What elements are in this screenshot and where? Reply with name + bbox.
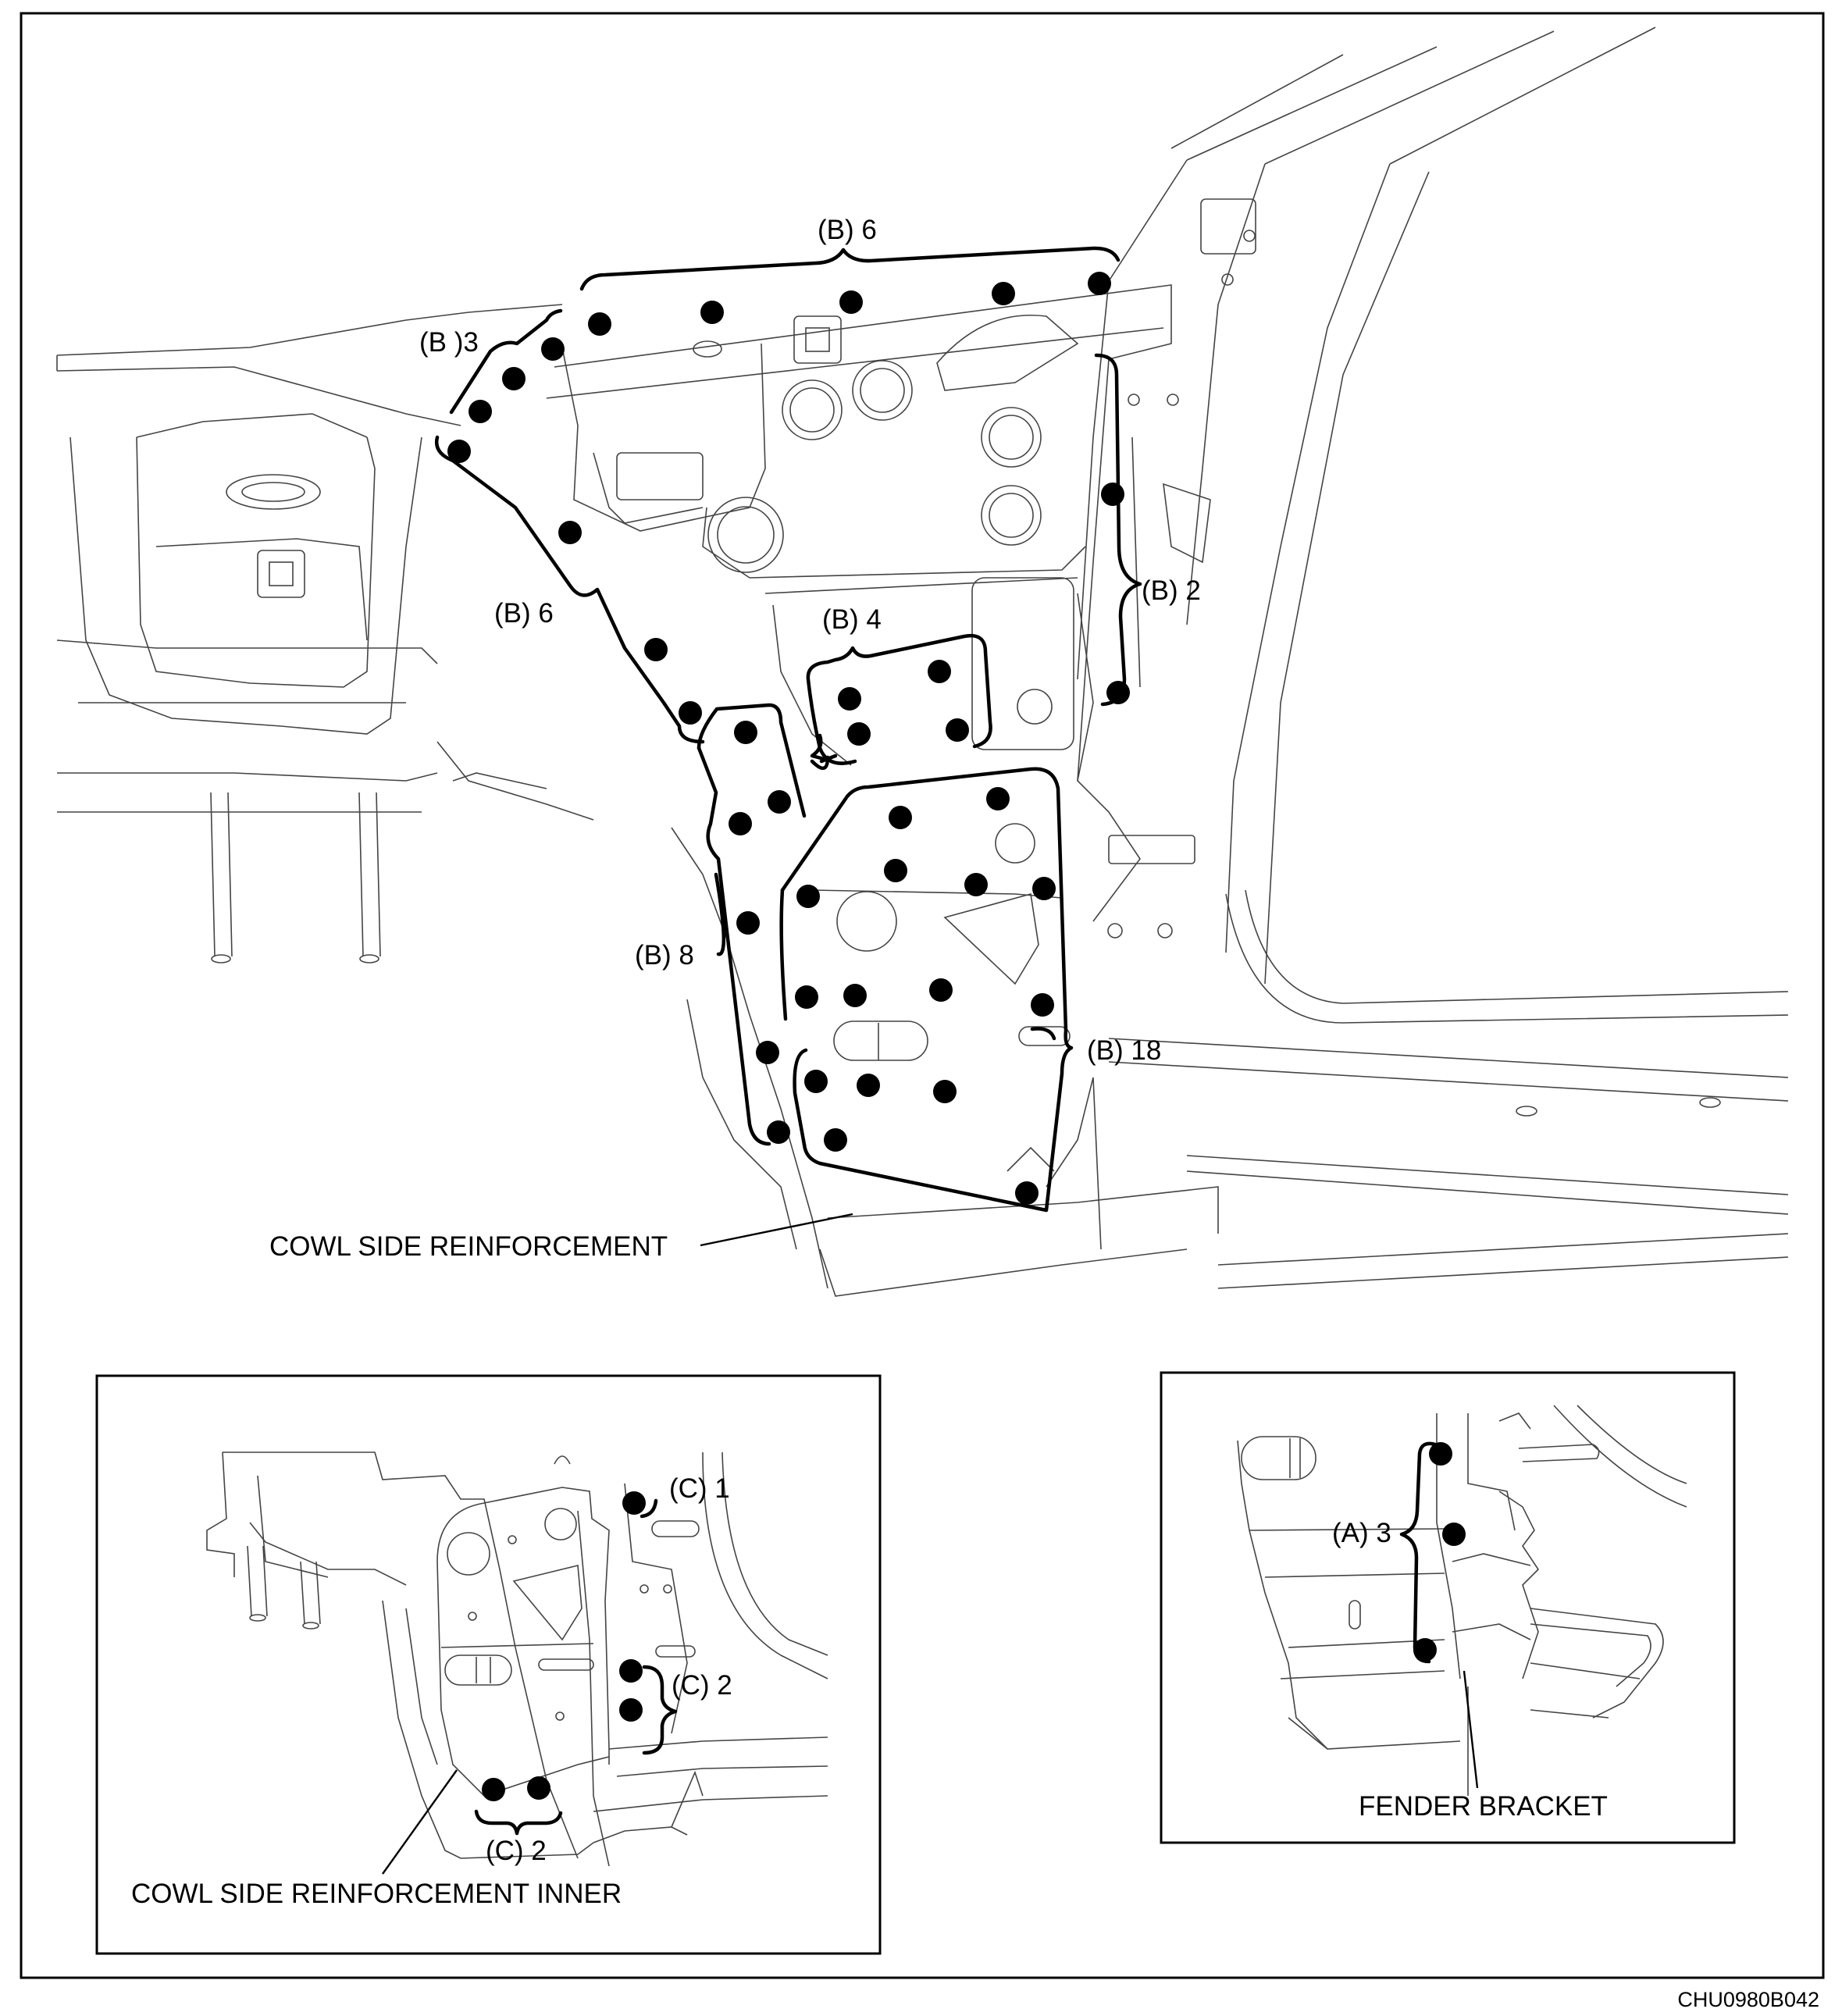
inset-cowl-inner-weld-points (482, 1491, 646, 1801)
inset-fender-bracket-weld-points (1413, 1442, 1466, 1662)
label-b6-left: (B) 6 (494, 598, 554, 629)
label-b8: (B) 8 (635, 940, 694, 971)
leader-cowl-inner (382, 1769, 458, 1875)
label-b4: (B) 4 (822, 604, 882, 635)
label-cowl-side-reinforcement-inner: COWL SIDE REINFORCEMENT INNER (131, 1879, 622, 1909)
inset-cowl-inner-drawing (206, 1451, 828, 1867)
outer-frame (20, 12, 1825, 1979)
main-body-outline (56, 27, 1789, 1297)
inset-fender-bracket-drawing (1237, 1405, 1687, 1796)
label-c1: (C) 1 (669, 1473, 730, 1504)
figure-code: CHU0980B042 (1677, 1988, 1819, 2011)
label-b3: (B )3 (419, 327, 479, 358)
inset-cowl-inner-brackets (474, 1498, 678, 1836)
leader-fender-bracket (1463, 1670, 1479, 1789)
label-a3: (A) 3 (1332, 1518, 1391, 1548)
label-b18: (B) 18 (1087, 1035, 1161, 1066)
inset-fender-bracket-brackets (1399, 1441, 1438, 1664)
label-c2-bottom: (C) 2 (486, 1836, 547, 1866)
label-fender-bracket: FENDER BRACKET (1359, 1791, 1608, 1822)
leader-cowl-side-reinforcement (700, 1213, 853, 1247)
label-cowl-side-reinforcement: COWL SIDE REINFORCEMENT (269, 1231, 668, 1262)
main-weld-points (447, 272, 1130, 1205)
inset-fender-bracket-frame (1160, 1371, 1736, 1844)
label-b6-top: (B) 6 (818, 215, 877, 245)
label-b2: (B) 2 (1142, 575, 1201, 606)
inset-cowl-inner-frame (95, 1374, 882, 1955)
label-c2-right: (C) 2 (672, 1670, 732, 1701)
